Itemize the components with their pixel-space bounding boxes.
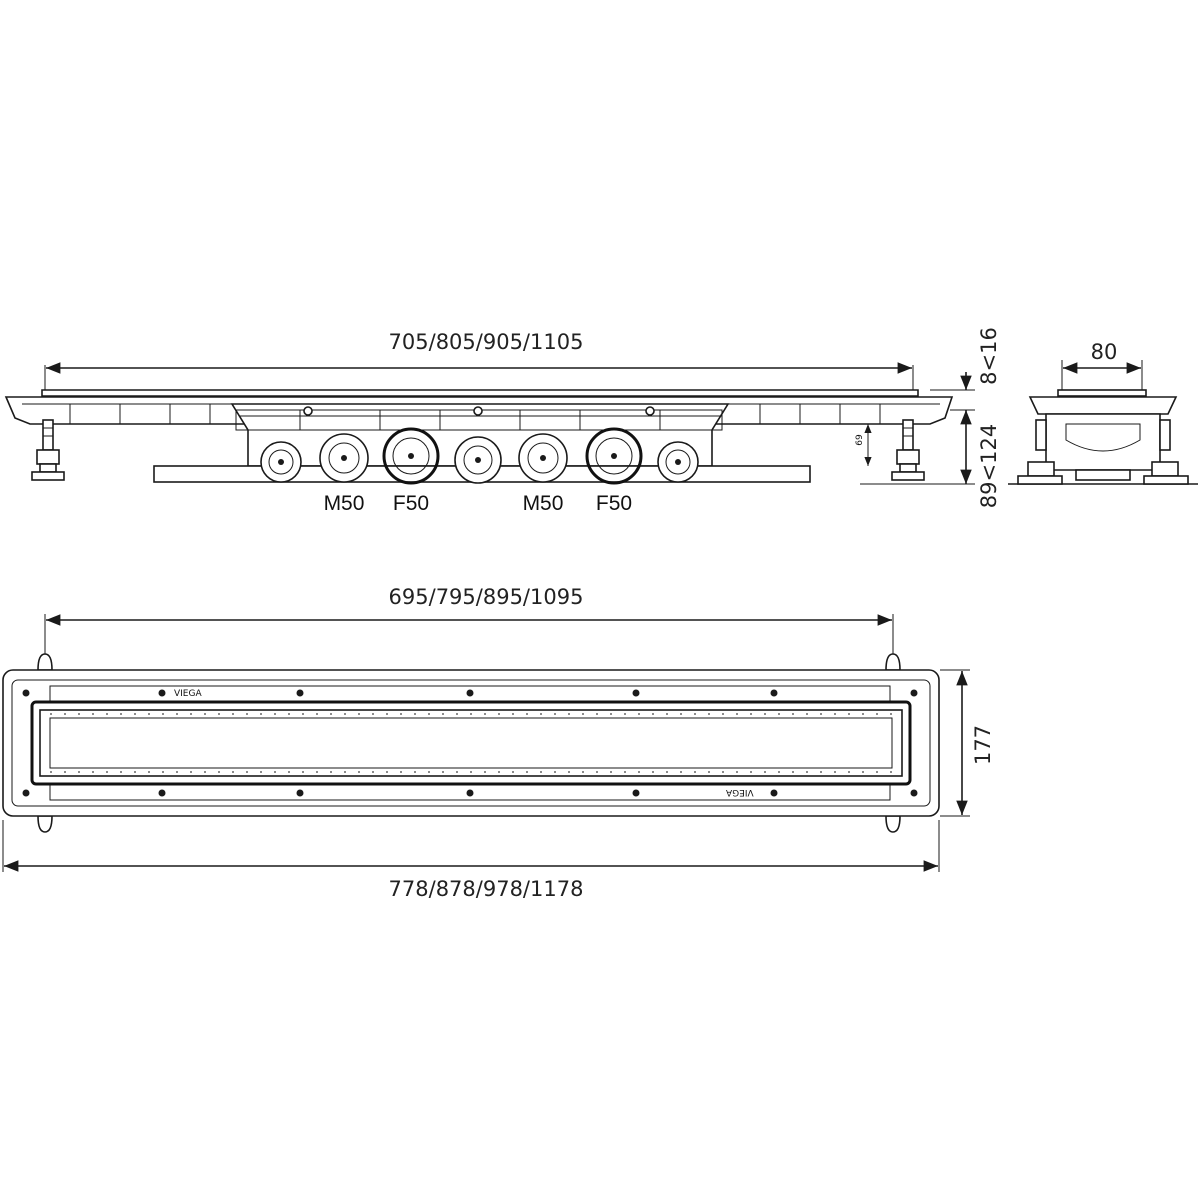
end-foot-left-screw xyxy=(1035,419,1047,451)
grate-outer xyxy=(30,700,912,786)
length-dimension-label: 705/805/905/1105 xyxy=(389,330,584,354)
brand-mark-top: VIEGA xyxy=(174,689,202,699)
inner-length-label: 695/795/895/1095 xyxy=(389,585,584,609)
channel-top-rim xyxy=(41,389,919,397)
mounting-tab-bottom-left xyxy=(37,815,53,833)
grate-slot xyxy=(49,717,893,769)
outlets xyxy=(260,427,699,485)
dimension-top-label: 8<16 xyxy=(977,327,1001,385)
end-foot-right-screw xyxy=(1159,419,1171,451)
dimension-height-label: 89<124 xyxy=(977,424,1001,508)
outlet-2 xyxy=(319,433,369,483)
end-width-label: 80 xyxy=(1091,340,1118,364)
outlet-label-1: M50 xyxy=(324,492,365,515)
outlet-1 xyxy=(260,441,302,483)
frame-screws xyxy=(22,689,918,797)
outlet-7 xyxy=(657,441,699,483)
end-floor-pad-left xyxy=(1017,475,1063,485)
end-floor-pad-right xyxy=(1143,475,1189,485)
brand-mark-bottom: VIEGA xyxy=(725,787,753,797)
end-base xyxy=(1075,469,1131,481)
end-top-rim xyxy=(1057,389,1147,397)
outlet-5 xyxy=(518,433,568,483)
outer-frame xyxy=(2,669,940,817)
flange-ribs xyxy=(69,404,881,424)
mounting-tab-top-right xyxy=(885,653,901,671)
outlet-label-3: M50 xyxy=(523,492,564,515)
end-body xyxy=(1045,413,1161,471)
mounting-tab-top-left xyxy=(37,653,53,671)
outer-frame-inner xyxy=(11,679,931,807)
outlet-3 xyxy=(382,427,440,485)
adjustable-foot-left xyxy=(31,419,65,481)
end-view: 80 xyxy=(1008,340,1198,485)
inner-height-label: 69 xyxy=(855,434,865,446)
outlet-6 xyxy=(585,427,643,485)
top-view: 695/795/895/1095 xyxy=(2,585,995,901)
grate-inner xyxy=(39,709,903,777)
end-flange xyxy=(1028,396,1178,415)
side-view: 705/805/905/1105 xyxy=(4,327,1001,515)
end-channel-profile xyxy=(1065,423,1141,452)
adjustable-foot-right xyxy=(891,419,925,481)
width-dimension-label: 177 xyxy=(971,725,995,765)
outlet-label-2: F50 xyxy=(393,492,429,515)
end-foot-left xyxy=(1027,461,1055,477)
outlet-4 xyxy=(454,436,502,484)
mounting-tab-bottom-right xyxy=(885,815,901,833)
end-foot-right xyxy=(1151,461,1179,477)
outlet-label-4: F50 xyxy=(596,492,632,515)
channel-body-ribs xyxy=(299,406,661,430)
outer-length-label: 778/878/978/1178 xyxy=(389,877,584,901)
